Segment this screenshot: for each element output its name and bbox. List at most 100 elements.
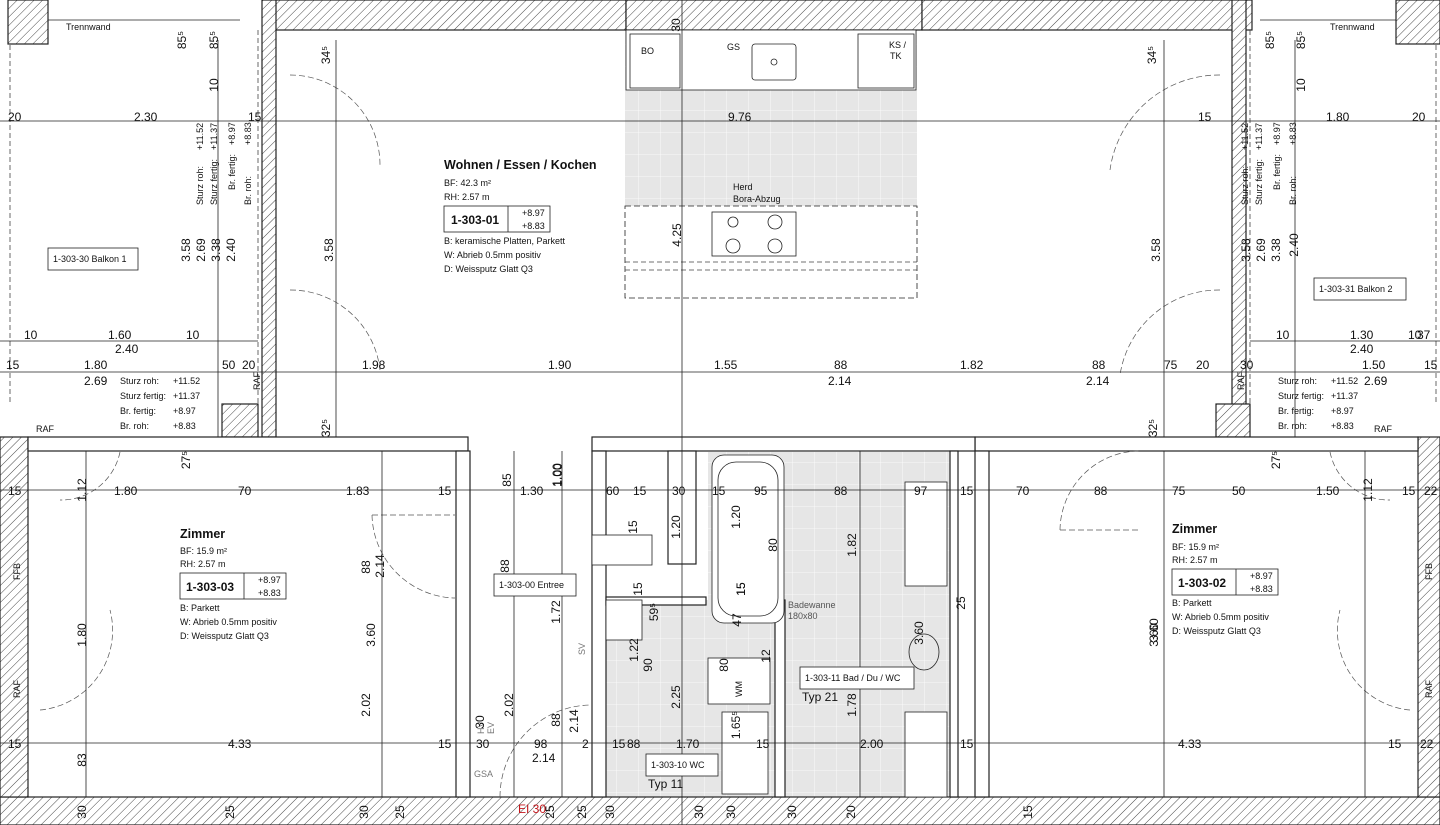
dim-r3-4: 15 — [438, 484, 452, 498]
label-fire-rating: EI 30 — [518, 802, 546, 816]
wall-bath-west — [591, 450, 607, 798]
dim-vertical-label: 88 — [549, 713, 563, 727]
dim-r3-6: 60 — [606, 484, 620, 498]
dim-top-1: 2.30 — [134, 110, 158, 124]
label-raf-left: RAF — [12, 679, 22, 698]
room-lev-top-zimmer-right: +8.97 — [1250, 571, 1273, 581]
dim-vertical-label: 3.58 — [1239, 238, 1253, 262]
sturz-roh-h-r-val: +11.52 — [1331, 376, 1358, 386]
dimensions-top-row: 20 2.30 15 9.76 15 1.80 20 — [8, 110, 1426, 124]
dim-mid-10: 75 — [1164, 358, 1178, 372]
room-lev-top-wohnen: +8.97 — [522, 208, 545, 218]
dim-vertical-label: 1.78 — [845, 693, 859, 717]
sturz-roh-v-r: Sturz roh: — [1240, 166, 1250, 205]
dim-mid-3: 20 — [242, 358, 256, 372]
room-rh-wohnen: RH: 2.57 m — [444, 192, 490, 202]
dim-vertical-label: 85 — [500, 473, 514, 487]
dim-r4-6: 15 — [612, 737, 626, 751]
dim-top-3: 9.76 — [728, 110, 752, 124]
room-b-zimmer-right: B: Parkett — [1172, 598, 1212, 608]
dim-balk-5: 1.30 — [1350, 328, 1374, 342]
dim-vertical-label: 30 — [473, 715, 487, 729]
sturz-roh-h-r: Sturz roh: — [1278, 376, 1317, 386]
room-lev-bot-zimmer-right: +8.83 — [1250, 584, 1273, 594]
sturz-fertig-v-r-val: +11.37 — [1254, 123, 1264, 150]
bo-unit — [629, 33, 681, 89]
dim-top-4: 15 — [1198, 110, 1212, 124]
left-column-top — [7, 0, 49, 45]
room-w-zimmer-right: W: Abrieb 0.5mm positiv — [1172, 612, 1269, 622]
dim-top-2: 15 — [248, 110, 262, 124]
label-entree: 1-303-00 Entree — [499, 580, 564, 590]
dim-vertical-label: 25 — [543, 805, 557, 819]
dim-vertical-label: 1.80 — [75, 623, 89, 647]
dim-vertical-label: 27⁵ — [179, 451, 193, 469]
label-gsa: GSA — [474, 769, 493, 779]
dim-mid-11: 20 — [1196, 358, 1210, 372]
ks-unit — [857, 33, 915, 89]
br-fertig-v-r-val: +8.97 — [1272, 122, 1282, 145]
dim-vertical-label: 32⁵ — [1146, 419, 1160, 437]
dim-vertical-label: 27⁵ — [1269, 451, 1283, 469]
right-column-top — [1395, 0, 1440, 45]
br-fertig-h-l: Br. fertig: — [120, 406, 156, 416]
br-fertig-v-r: Br. fertig: — [1272, 154, 1282, 190]
label-ks: KS / — [889, 40, 907, 50]
dim-r4-12: 4.33 — [1178, 737, 1202, 751]
dim-vertical-label: 4.25 — [670, 223, 684, 247]
dim-vertical-label: 1.22 — [627, 638, 641, 662]
door-swing-zimmer-right — [1059, 450, 1141, 531]
dim-vertical-label: 30 — [357, 805, 371, 819]
wc-toilet — [605, 599, 643, 641]
dim-vertical-label: 47 — [730, 613, 744, 627]
br-fertig-h-r-val: +8.97 — [1331, 406, 1354, 416]
label-raf-right: RAF — [1424, 679, 1434, 698]
sink-drain — [770, 58, 778, 66]
dim-r3-19: 15 — [1402, 484, 1416, 498]
br-roh-v-r-val: +8.83 — [1288, 122, 1298, 145]
vanity — [904, 481, 948, 587]
sturz-fertig-h-r: Sturz fertig: — [1278, 391, 1324, 401]
label-raf-mid-r: RAF — [1236, 371, 1246, 390]
dim-vertical-label: 32⁵ — [319, 419, 333, 437]
sturz-fertig-v-l-val: +11.37 — [209, 123, 219, 150]
dim-balk-1: 1.60 — [108, 328, 132, 342]
dim-vertical-label: 3.60 — [1147, 618, 1161, 642]
label-herd: Herd — [733, 182, 753, 192]
wall-living-south-left — [27, 436, 469, 452]
dim-r3-2: 70 — [238, 484, 252, 498]
wm-box — [707, 657, 771, 705]
br-roh-h-r-val: +8.83 — [1331, 421, 1354, 431]
bath-toilet — [908, 633, 940, 671]
dim-vertical-label: 3.58 — [322, 238, 336, 262]
door-swing-balcony-zimmer-r — [1329, 451, 1391, 501]
dim-mid2-0: 2.69 — [84, 374, 108, 388]
sturz-right-vertical: Sturz roh: +11.52 Sturz fertig: +11.37 B… — [1240, 122, 1298, 205]
dim-mid2-3: 2.69 — [1364, 374, 1388, 388]
dim-vertical-label: 83 — [75, 753, 89, 767]
label-bora: Bora-Abzug — [733, 194, 781, 204]
dim-balk-8: 2.40 — [1350, 342, 1374, 356]
br-roh-h-l-val: +8.83 — [173, 421, 196, 431]
dim-mid-1: 1.80 — [84, 358, 108, 372]
dim-mid2-1: 2.14 — [828, 374, 852, 388]
sturz-fertig-v-r: Sturz fertig: — [1254, 159, 1264, 205]
sturz-roh-v-l-val: +11.52 — [195, 123, 205, 150]
door-swing-balkon2-bot — [1119, 289, 1221, 376]
dim-vertical-label: 85⁵ — [207, 31, 221, 49]
label-box-balkon1 — [47, 247, 139, 271]
dim-vertical-label: 80 — [717, 658, 731, 672]
sturz-left-vertical: Sturz roh: +11.52 Sturz fertig: +11.37 B… — [195, 122, 253, 205]
dimensions-row4: 15 4.33 15 30 98 2 15 88 1.70 15 2.00 15… — [8, 737, 1434, 765]
dim-r4-1: 4.33 — [228, 737, 252, 751]
dim-r3-7: 15 — [633, 484, 647, 498]
dim-vertical-label: 1.20 — [669, 515, 683, 539]
dim-vertical-label: 15 — [734, 582, 748, 596]
room-lev-top-zimmer-left: +8.97 — [258, 575, 281, 585]
dim-top-0: 20 — [8, 110, 22, 124]
dim-vertical-label: 1.00 — [550, 463, 564, 487]
dim-r4-14: 22 — [1420, 737, 1434, 751]
sturz-fertig-h-l: Sturz fertig: — [120, 391, 166, 401]
